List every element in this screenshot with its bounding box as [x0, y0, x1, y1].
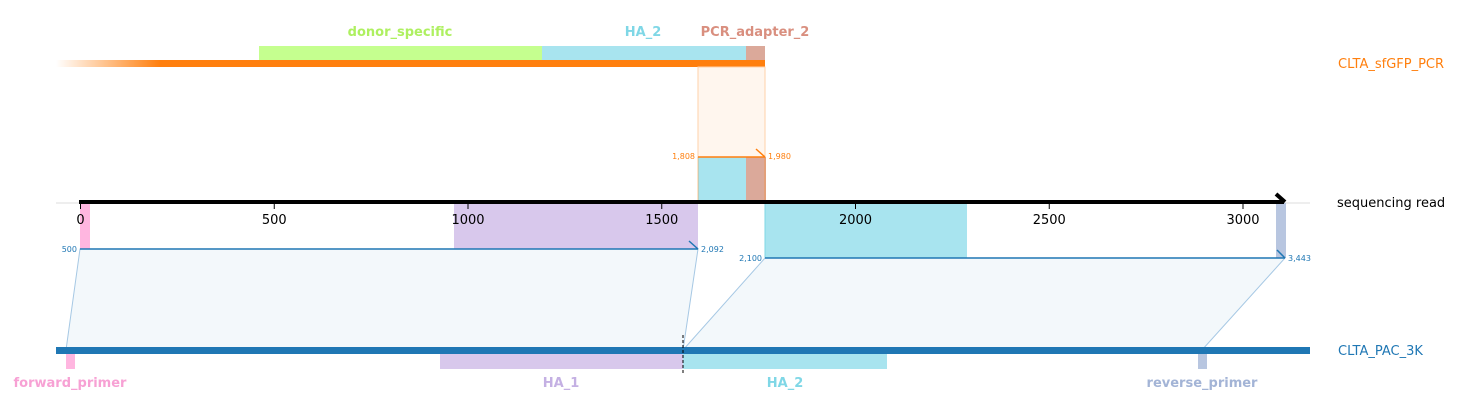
track-label-read: sequencing read	[1337, 196, 1445, 211]
track-label-pcr: CLTA_sfGFP_PCR	[1338, 57, 1444, 72]
axis-tick-label: 3000	[1226, 213, 1259, 228]
ref-alignment-arrow-2	[1276, 249, 1286, 259]
read-feature-ha-2-lower	[765, 203, 967, 258]
sequencing-read-arrow	[1274, 192, 1287, 204]
ref-alignment-arrow-1	[688, 240, 699, 250]
feature-forward-primer	[66, 350, 75, 369]
pcr-alignment-projection	[697, 66, 766, 158]
axis-tick-label: 2000	[839, 213, 872, 228]
pcr-track-fade	[56, 60, 160, 67]
pcr-alignment-end-label: 1,980	[768, 152, 791, 161]
feature-label-pcr-adapter-2: PCR_adapter_2	[701, 25, 810, 40]
ref-alignment-1-start-label: 500	[62, 245, 77, 254]
ref-alignment-projection-2	[681, 257, 1287, 351]
read-feature-forward-primer	[80, 203, 90, 249]
feature-label-donor-specific: donor_specific	[348, 25, 453, 40]
feature-label-ha-1: HA_1	[543, 376, 580, 391]
ref-alignment-2-start-label: 2,100	[739, 254, 762, 263]
axis-tick-label: 1000	[451, 213, 484, 228]
read-feature-pcr-adapter-2	[746, 157, 766, 202]
axis-tick-label: 0	[76, 213, 84, 228]
axis-tick-label: 500	[262, 213, 287, 228]
feature-label-forward-primer: forward_primer	[14, 376, 128, 391]
feature-label-ha-2-bottom: HA_2	[767, 376, 804, 391]
pcr-alignment-start-label: 1,808	[672, 152, 695, 161]
pcr-alignment-arrow	[755, 148, 766, 158]
read-feature-reverse-primer	[1276, 203, 1286, 258]
ref-alignment-1-end-label: 2,092	[701, 245, 724, 254]
axis-tick-label: 1500	[645, 213, 678, 228]
pcr-track-line	[160, 60, 765, 67]
read-feature-ha-1	[454, 203, 698, 249]
feature-reverse-primer	[1198, 350, 1207, 369]
ref-alignment-projection-1	[65, 248, 699, 351]
read-feature-ha-2-upper	[698, 157, 746, 202]
feature-ha-1	[440, 350, 683, 369]
feature-pcr-adapter-2-top	[746, 46, 765, 61]
feature-label-reverse-primer: reverse_primer	[1147, 376, 1259, 391]
axis-ticks: 0 500 1000 1500 2000 2500 3000	[76, 204, 1260, 228]
feature-donor-specific-top	[259, 46, 542, 61]
feature-label-ha-2-top: HA_2	[625, 25, 662, 40]
feature-ha-2-bottom	[683, 350, 887, 369]
track-label-ref: CLTA_PAC_3K	[1338, 344, 1423, 359]
ref-alignment-2-end-label: 3,443	[1288, 254, 1311, 263]
feature-ha-2-top	[542, 46, 746, 61]
axis-tick-label: 2500	[1033, 213, 1066, 228]
